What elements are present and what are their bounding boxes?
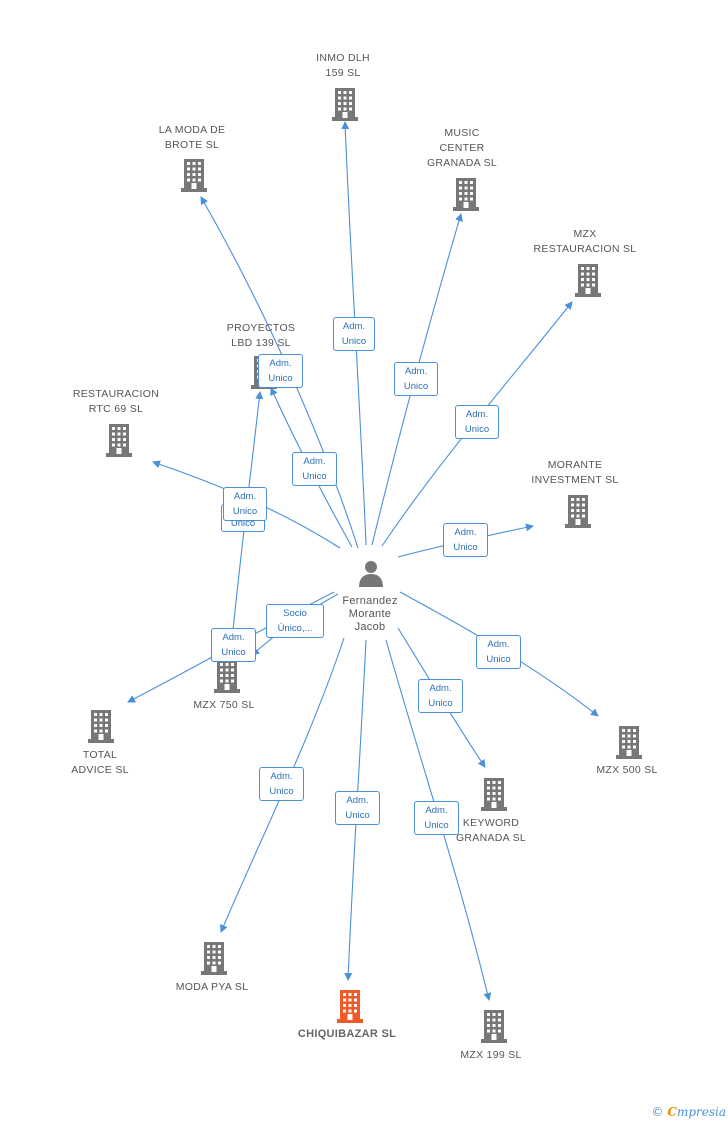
edge-label-moda-pya: Adm. Unico	[259, 767, 304, 801]
building-icon-la-moda[interactable]	[179, 157, 209, 193]
building-icon-keyword[interactable]	[479, 776, 509, 812]
edge-label-morante: Adm. Unico	[443, 523, 488, 557]
building-icon-chiquibazar[interactable]	[335, 988, 365, 1024]
node-label-restauracion-rtc[interactable]: RESTAURACION RTC 69 SL	[72, 388, 160, 415]
edge-label-mzx-restauracion: Adm. Unico	[455, 405, 499, 439]
building-icon-total-advice[interactable]	[86, 708, 116, 744]
node-label-proyectos-lbd[interactable]: PROYECTOS LBD 139 SL	[226, 322, 296, 349]
building-icon-mzx-500[interactable]	[614, 724, 644, 760]
building-icon-mzx-restauracion[interactable]	[573, 262, 603, 298]
building-icon-restauracion-rtc[interactable]	[104, 422, 134, 458]
node-label-total-advice[interactable]: TOTAL ADVICE SL	[71, 749, 129, 776]
edge-label-la-moda: Adm. Unico	[258, 354, 303, 388]
building-icon-moda-pya[interactable]	[199, 940, 229, 976]
center-person-name[interactable]: Fernandez Morante Jacob	[342, 595, 398, 633]
edge-label-inmo-dlh: Adm. Unico	[333, 317, 375, 351]
node-label-mzx-restauracion[interactable]: MZX RESTAURACION SL	[533, 228, 637, 255]
building-icon-inmo-dlh[interactable]	[330, 86, 360, 122]
edge-label-chiquibazar: Adm. Unico	[335, 791, 380, 825]
building-icon-music-center[interactable]	[451, 176, 481, 212]
node-label-keyword[interactable]: KEYWORD GRANADA SL	[455, 817, 527, 844]
node-label-inmo-dlh[interactable]: INMO DLH 159 SL	[316, 52, 370, 79]
brand-initial: C	[667, 1105, 677, 1119]
node-label-music-center[interactable]: MUSIC CENTER GRANADA SL	[426, 127, 498, 169]
edge-label-keyword: Adm. Unico	[418, 679, 463, 713]
edge-label-proyectos-a: Adm. Unico	[292, 452, 337, 486]
building-icon-morante-investment[interactable]	[563, 493, 593, 529]
edge-label-proyectos-b: Adm. Unico	[223, 487, 267, 521]
node-label-chiquibazar[interactable]: CHIQUIBAZAR SL	[297, 1028, 397, 1040]
edge-label-mzx-500: Adm. Unico	[476, 635, 521, 669]
node-label-mzx-750[interactable]: MZX 750 SL	[193, 699, 255, 711]
edge-label-mzx-750-socio: Socio Único,...	[266, 604, 324, 638]
building-icon-mzx-750[interactable]	[212, 658, 242, 694]
edge-label-music-center: Adm. Unico	[394, 362, 438, 396]
node-label-morante-investment[interactable]: MORANTE INVESTMENT SL	[531, 459, 619, 486]
node-label-moda-pya[interactable]: MODA PYA SL	[175, 981, 249, 993]
building-icon-mzx-199[interactable]	[479, 1008, 509, 1044]
person-icon[interactable]	[356, 558, 386, 588]
brand-footer: ©Cmpresia	[651, 1105, 726, 1119]
edge-label-mzx-750-adm: Adm. Unico	[211, 628, 256, 662]
brand-name: mpresia	[676, 1105, 726, 1119]
node-label-mzx-199[interactable]: MZX 199 SL	[460, 1049, 522, 1061]
edge-label-mzx-199: Adm. Unico	[414, 801, 459, 835]
node-label-mzx-500[interactable]: MZX 500 SL	[596, 764, 658, 776]
copyright-icon: ©	[651, 1105, 664, 1119]
node-label-la-moda[interactable]: LA MODA DE BROTE SL	[158, 124, 226, 151]
